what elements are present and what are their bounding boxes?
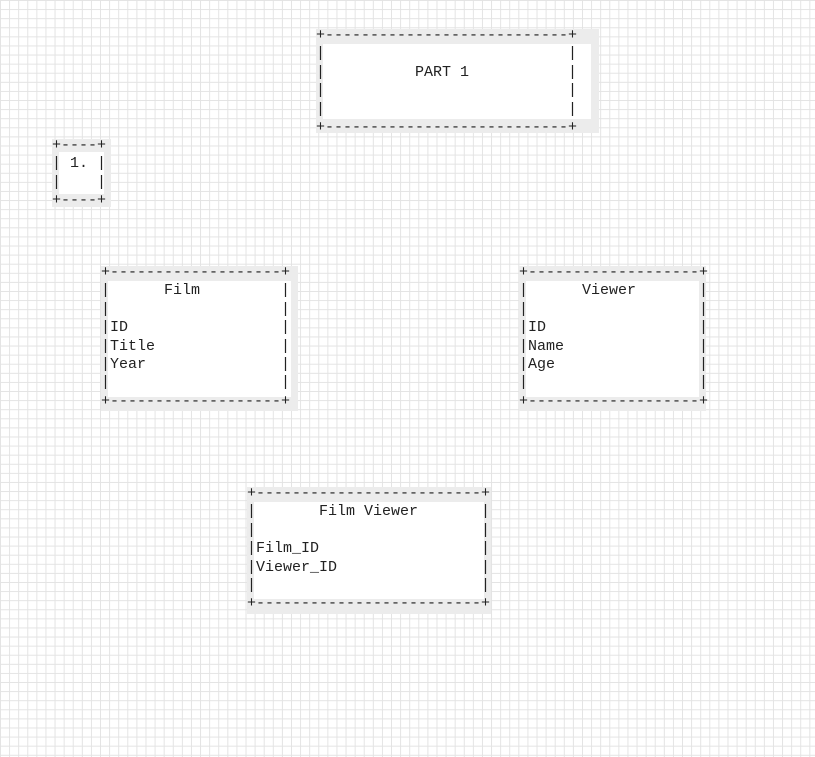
viewer-line: +-------------------+ [519,264,709,281]
viewer-line: +-------------------+ [519,392,709,410]
step-1-line: +----+ [52,137,107,154]
viewer-title: | Viewer | [519,282,709,300]
part-1-line: +---------------------------+ [316,118,578,136]
film-viewer-entity-box[interactable]: +-------------------------+| Film Viewer… [247,485,490,614]
part-1-box-inner [323,44,591,119]
viewer-field-name: |Name | [519,337,709,355]
film-field-id: |ID | [101,319,291,337]
viewer-box-inner [526,281,699,397]
film-viewer-title: | Film Viewer | [247,503,491,521]
film-viewer-field-film-id: |Film_ID | [247,540,491,558]
film-viewer-line: | | [247,521,491,539]
part-1-line: +---------------------------+ [316,27,578,44]
film-line: +-------------------+ [101,392,291,410]
part-1-line: | | [316,45,578,63]
film-entity-box[interactable]: +-------------------+| Film || ||ID ||Ti… [101,264,290,411]
step-1-box-inner [59,152,104,194]
part-1-box[interactable]: +---------------------------+| || PART 1… [316,27,577,137]
film-viewer-line: +-------------------------+ [247,595,491,613]
step-1-label: | 1. | [52,155,107,173]
film-title: | Film | [101,282,291,300]
film-line: | | [101,374,291,392]
film-field-year: |Year | [101,355,291,373]
step-1-line: +----+ [52,192,107,210]
film-viewer-line: | | [247,576,491,594]
part-1-title: | PART 1 | [316,63,578,81]
viewer-line: | | [519,374,709,392]
film-line: +-------------------+ [101,264,291,281]
film-field-title: |Title | [101,337,291,355]
part-1-line: | | [316,82,578,100]
film-viewer-box-inner [254,502,484,599]
part-1-line: | | [316,100,578,118]
viewer-entity-box[interactable]: +-------------------+| Viewer || ||ID ||… [519,264,708,411]
film-viewer-field-viewer-id: |Viewer_ID | [247,558,491,576]
viewer-line: | | [519,300,709,318]
step-1-box[interactable]: +----+| 1. || |+----+ [52,137,106,211]
viewer-field-id: |ID | [519,319,709,337]
film-line: | | [101,300,291,318]
viewer-field-age: |Age | [519,355,709,373]
film-box-inner [108,281,291,397]
step-1-line: | | [52,173,107,191]
film-viewer-line: +-------------------------+ [247,485,491,502]
